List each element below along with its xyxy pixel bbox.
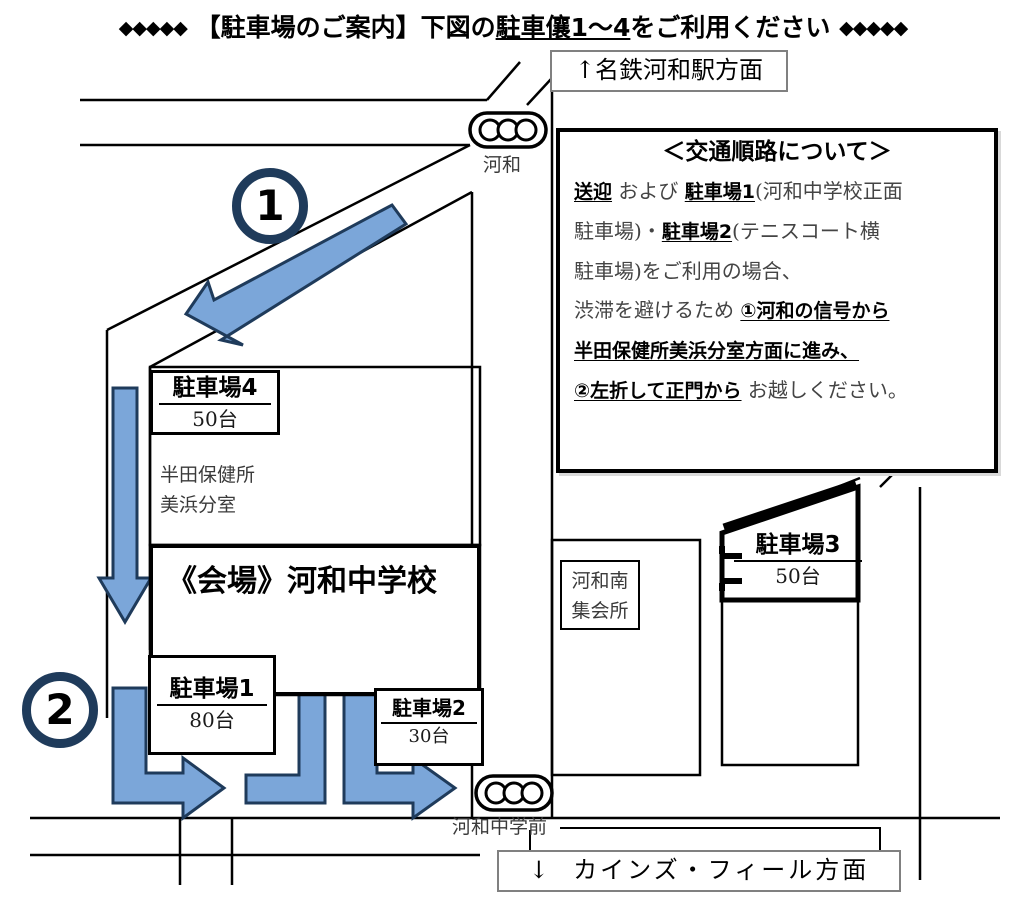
parking-lot-3-capacity: 50台 <box>775 564 821 588</box>
info-box-line-6: ②左折して正門から お越しください。 <box>574 378 908 402</box>
title-text-part3: をご利用ください <box>630 13 831 42</box>
parking-lot-4-box: 駐車場4 50台 <box>150 370 280 435</box>
title-text-part1: 【駐車場のご案内】下図の <box>195 13 496 42</box>
traffic-light-kowachugakumae-icon <box>474 774 554 812</box>
traffic-light-label-kowa: 河和 <box>483 154 522 176</box>
direction-sign-north: ↑名鉄河和駅方面 <box>550 50 788 92</box>
parking-lot-4-capacity: 50台 <box>192 407 238 431</box>
building-handa-hokenjo: 半田保健所 美浜分室 <box>160 460 300 530</box>
info-box-line-1: 送迎 および 駐車場1(河和中学校正面 <box>574 179 903 203</box>
info-box-line-2: 駐車場)・駐車場2(テニスコート横 <box>574 219 880 243</box>
title-diamonds-right: ◆◆◆◆◆ <box>839 17 908 39</box>
title-diamonds-left: ◆◆◆◆◆ <box>118 17 188 39</box>
arrow-vertical-down-left <box>96 386 154 625</box>
parcel-kowaminami <box>550 538 702 777</box>
parking-lot-2-box: 駐車場2 30台 <box>374 688 484 766</box>
page-title: ◆◆◆◆◆ 【駐車場のご案内】下図の駐車儴1～4をご利用ください ◆◆◆◆◆ <box>0 8 1026 44</box>
parking-lot-2-label: 駐車場2 <box>381 695 477 724</box>
building-handa-hokenjo-line1: 半田保健所 <box>160 464 256 486</box>
parking-lot-1-label: 駐車場1 <box>157 674 267 706</box>
parking-lot-3-box: 駐車場3 50台 <box>734 530 862 598</box>
route-marker-2: 2 <box>22 672 98 748</box>
building-kowaminami-line1: 河和南 <box>571 570 629 592</box>
lot3-parcel-shadowline <box>722 479 858 533</box>
building-kowaminami-line2: 集会所 <box>571 600 629 622</box>
parking-lot-2-capacity: 30台 <box>408 726 450 747</box>
south-sign-text: カインズ・フィール方面 <box>573 856 870 884</box>
parking-lot-4-label: 駐車場4 <box>159 373 271 405</box>
traffic-light-kowa-icon <box>468 111 548 149</box>
info-box-heading: ＜交通順路について＞ <box>662 139 892 165</box>
info-box-line-5: 半田保健所美浜分室方面に進み、 <box>574 340 860 362</box>
sign-leader-lines <box>529 827 881 852</box>
info-box-line-4: 渋滞を避けるため ①河和の信号から <box>574 298 890 322</box>
arrow-diagonal-down-left <box>183 203 409 347</box>
building-handa-hokenjo-line2: 美浜分室 <box>160 494 237 516</box>
direction-sign-south: ↓ カインズ・フィール方面 <box>497 850 901 892</box>
traffic-route-info-box: ＜交通順路について＞ 送迎 および 駐車場1(河和中学校正面駐車場)・駐車場2(… <box>556 128 998 473</box>
north-sign-arrow-icon: ↑ <box>574 56 596 84</box>
parcel-below-lot3 <box>720 598 860 767</box>
north-sign-text: 名鉄河和駅方面 <box>595 56 764 84</box>
info-box-line-3: 駐車場)をご利用の場合、 <box>574 259 802 283</box>
traffic-light-label-kowachugakumae: 河和中学前 <box>452 816 548 838</box>
road-diagonal-upper-right <box>526 77 553 106</box>
parking-lot-3-label: 駐車場3 <box>734 530 862 562</box>
info-box-body: 送迎 および 駐車場1(河和中学校正面駐車場)・駐車場2(テニスコート横駐車場)… <box>560 172 994 411</box>
route-marker-1-label: 1 <box>255 181 285 230</box>
building-kowaminami-shukaijo: 河和南 集会所 <box>560 560 640 630</box>
south-sign-arrow-icon: ↓ <box>528 856 552 884</box>
title-text-underlined: 駐車儴1～4 <box>495 13 631 42</box>
venue-label: 《会場》河和中学校 <box>167 564 437 599</box>
route-marker-2-label: 2 <box>45 685 75 734</box>
arrow-elbow-down-right-bottom-left <box>111 686 227 821</box>
parking-lot-1-capacity: 80台 <box>189 708 235 732</box>
road-diagonal-upper-left <box>486 61 521 101</box>
route-marker-1: 1 <box>232 168 308 244</box>
parking-lot-1-box: 駐車場1 80台 <box>148 655 276 755</box>
